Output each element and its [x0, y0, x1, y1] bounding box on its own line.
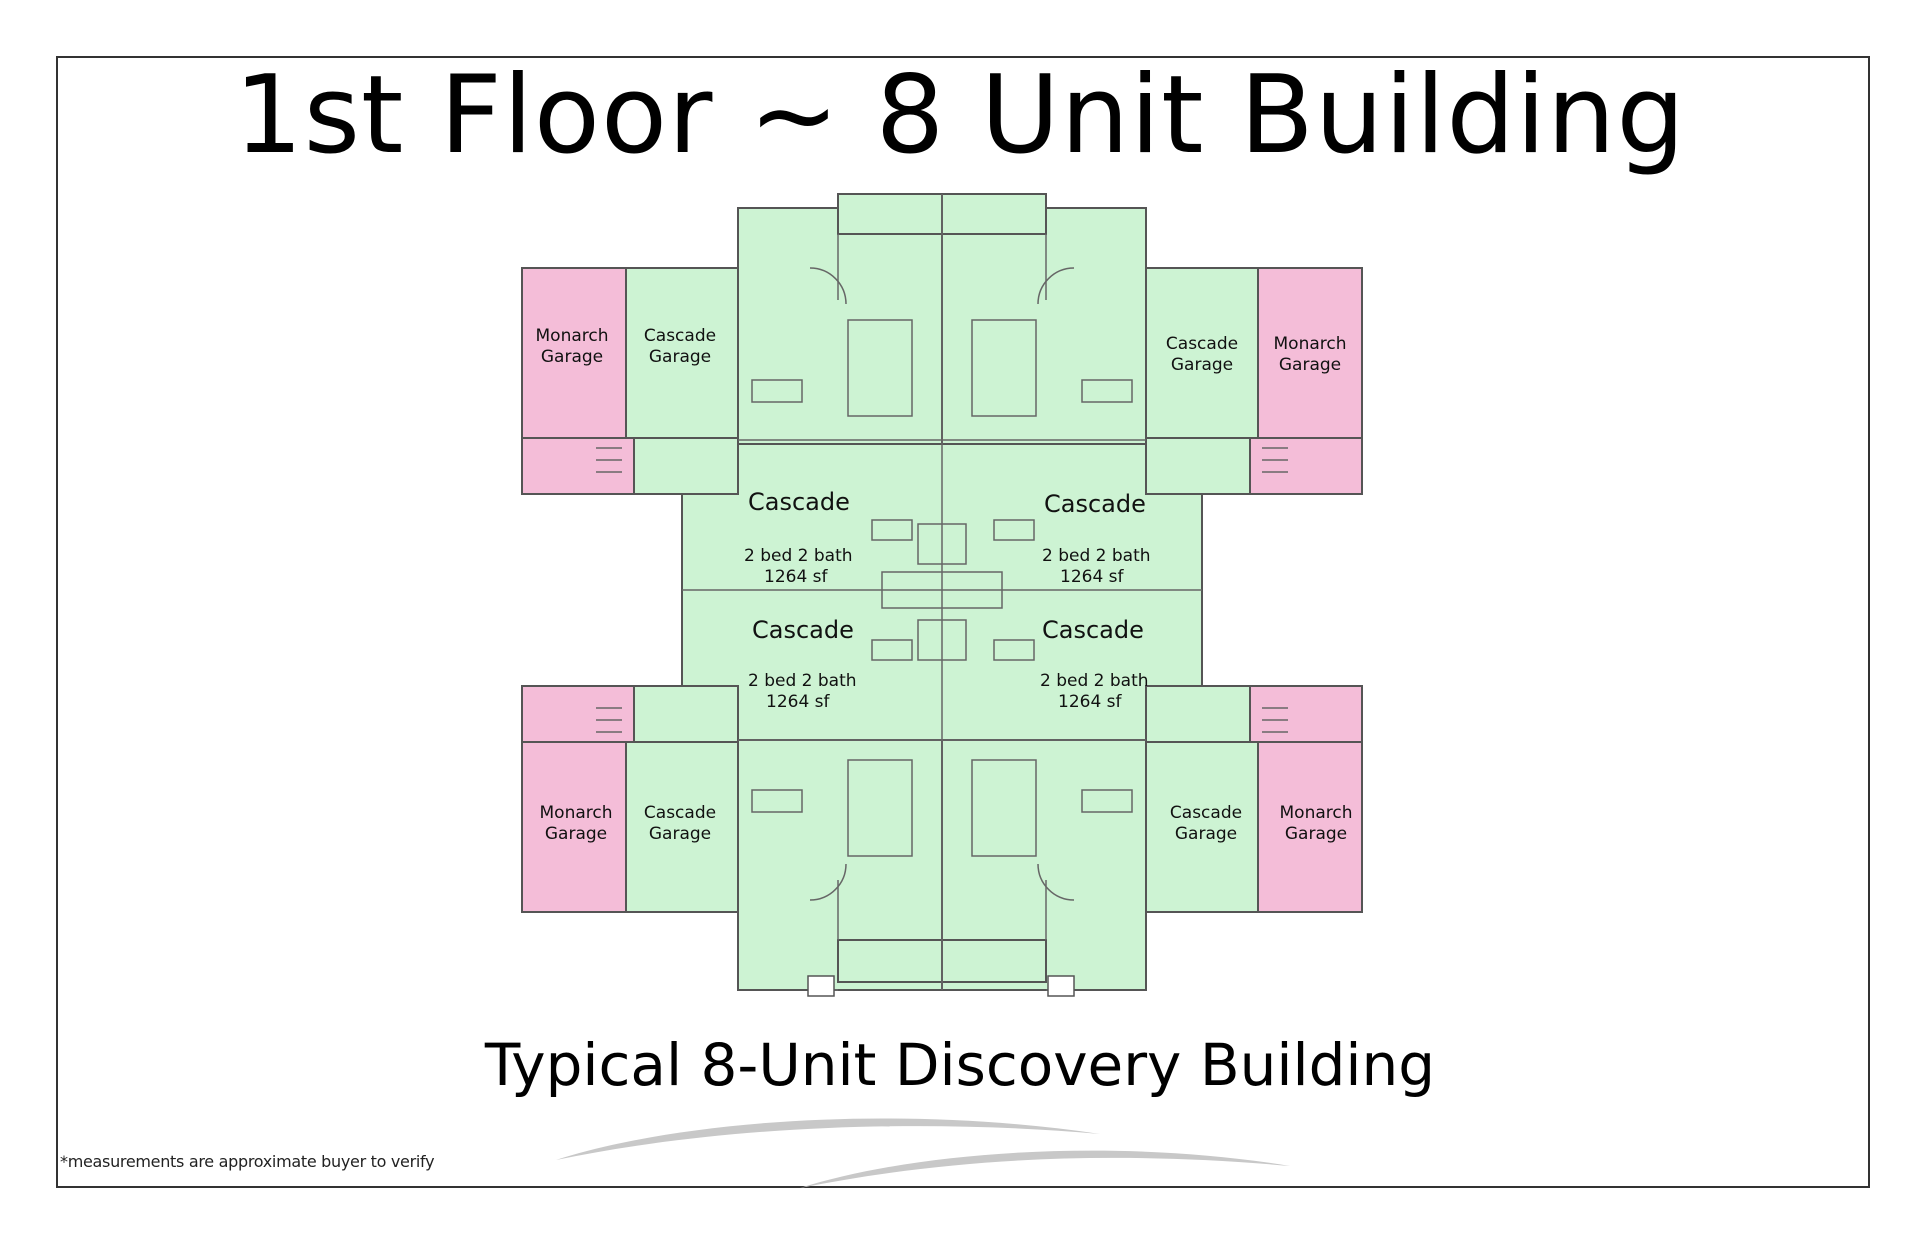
- entry-porches: [807, 975, 1075, 997]
- stair-tr: [1249, 437, 1363, 495]
- garage-br-monarch: [1257, 741, 1363, 913]
- garage-label-tl-monarch: Monarch: [536, 326, 609, 346]
- measurement-disclaimer: *measurements are approximate buyer to v…: [60, 1152, 435, 1171]
- garage-label-bl-monarch: Monarch: [540, 803, 613, 823]
- stair-br: [1249, 685, 1363, 743]
- svg-text:Garage: Garage: [545, 824, 607, 844]
- svg-text:Garage: Garage: [1171, 355, 1233, 375]
- unit-area-tl: 1264 sf: [764, 567, 829, 587]
- unit-wing-tr: [941, 207, 1147, 445]
- unit-beds-tl: 2 bed 2 bath: [744, 546, 853, 566]
- unit-name-bl: Cascade: [752, 616, 854, 644]
- svg-text:Garage: Garage: [1279, 355, 1341, 375]
- unit-name-tl: Cascade: [748, 488, 850, 516]
- stair-bl: [521, 685, 635, 743]
- drawing-frame: [56, 56, 1870, 1188]
- garage-tl-cascade: [625, 267, 739, 439]
- svg-text:Garage: Garage: [649, 824, 711, 844]
- garage-tr-monarch: [1257, 267, 1363, 439]
- unit-name-br: Cascade: [1042, 616, 1144, 644]
- garage-label-br-monarch: Monarch: [1280, 803, 1353, 823]
- garage-label-tl-cascade: Cascade: [644, 326, 716, 346]
- garage-bl-cascade: [625, 741, 739, 913]
- building-caption: Typical 8-Unit Discovery Building: [484, 1031, 1436, 1099]
- svg-text:Garage: Garage: [541, 347, 603, 367]
- garage-label-tr-monarch: Monarch: [1274, 334, 1347, 354]
- logo-swoosh: [556, 1118, 1290, 1188]
- unit-area-bl: 1264 sf: [766, 692, 831, 712]
- unit-name-tr: Cascade: [1044, 490, 1146, 518]
- unit-area-tr: 1264 sf: [1060, 567, 1125, 587]
- unit-beds-tr: 2 bed 2 bath: [1042, 546, 1151, 566]
- interior-walls: [596, 194, 1288, 991]
- unit-area-br: 1264 sf: [1058, 692, 1123, 712]
- svg-text:Garage: Garage: [649, 347, 711, 367]
- stair-tl: [521, 437, 635, 495]
- svg-text:Garage: Garage: [1175, 824, 1237, 844]
- unit-labels: Cascade 2 bed 2 bath 1264 sf Cascade 2 b…: [744, 488, 1151, 712]
- unit-beds-bl: 2 bed 2 bath: [748, 671, 857, 691]
- garage-label-br-cascade: Cascade: [1170, 803, 1242, 823]
- page-title: 1st Floor ~ 8 Unit Building: [234, 53, 1686, 178]
- garage-label-tr-cascade: Cascade: [1166, 334, 1238, 354]
- svg-text:Garage: Garage: [1285, 824, 1347, 844]
- garage-bl-monarch: [521, 741, 627, 913]
- garage-label-bl-cascade: Cascade: [644, 803, 716, 823]
- garage-br-cascade: [1145, 741, 1259, 913]
- unit-beds-br: 2 bed 2 bath: [1040, 671, 1149, 691]
- garage-labels: Monarch Garage Cascade Garage Cascade Ga…: [536, 326, 1353, 844]
